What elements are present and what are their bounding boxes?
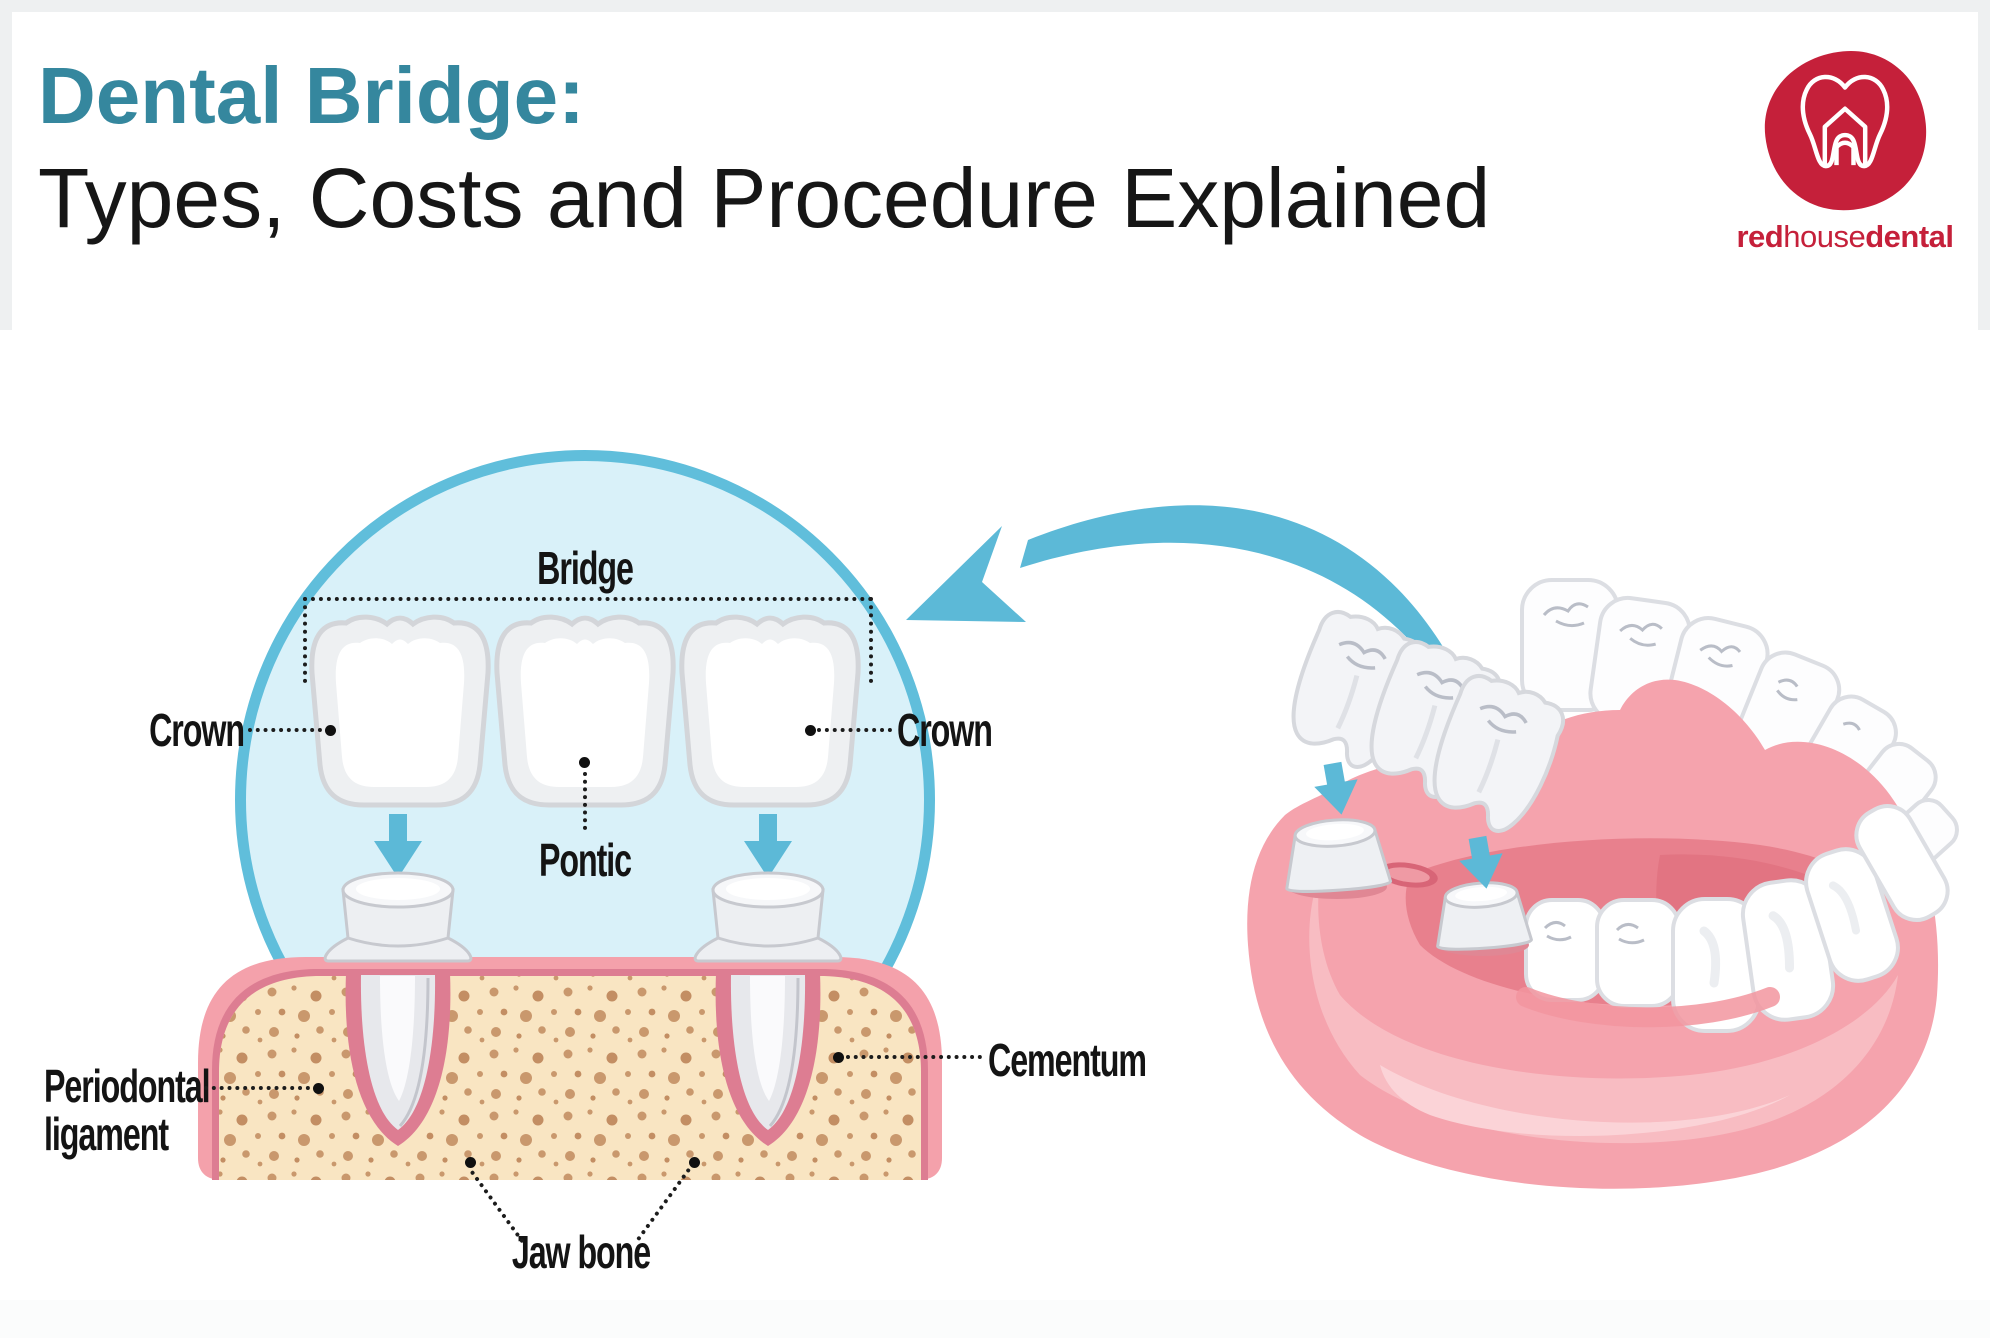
- abutment-root-left: [360, 975, 436, 1130]
- periodontal-label-line2: ligament: [44, 1108, 169, 1160]
- page-subtitle: Types, Costs and Procedure Explained: [38, 151, 1491, 245]
- periodontal-leader: [204, 1086, 310, 1090]
- near-teeth-row: [1524, 804, 1950, 1033]
- bottom-band: [0, 1300, 1990, 1338]
- bridge-crowns-illustration: [309, 614, 861, 808]
- jawbone-cross-section: [198, 871, 942, 1180]
- empty-socket: [1378, 862, 1438, 888]
- brand-word-red: red: [1736, 219, 1784, 254]
- crown-tooth-right: [679, 614, 861, 808]
- jaw-bone-dot-left: [465, 1157, 476, 1168]
- tooth-house-icon: [1764, 50, 1927, 211]
- crown-right-leader: [817, 728, 892, 732]
- abutment-prep-left: [323, 871, 473, 963]
- jaw-abutment-prep: [1285, 818, 1533, 956]
- seat-arrow-icon: [1459, 835, 1503, 889]
- crown-left-dot: [325, 725, 336, 736]
- periodontal-dot: [313, 1083, 324, 1094]
- cementum-label: Cementum: [988, 1034, 1147, 1086]
- crown-label-right: Crown: [897, 704, 993, 756]
- seat-arrow-icon: [1314, 761, 1358, 815]
- pontic-leader: [583, 772, 587, 830]
- brand-word-dental: dental: [1865, 219, 1954, 254]
- bridge-bracket: [303, 597, 873, 683]
- crown-right-dot: [805, 725, 816, 736]
- jaw-bone-label: Jaw bone: [511, 1226, 651, 1278]
- down-arrow-icon: [744, 814, 792, 878]
- periodontal-label-line1: Periodontal: [44, 1060, 211, 1112]
- brand-word-house: house: [1783, 219, 1866, 254]
- crown-left-leader: [248, 728, 322, 732]
- brand-wordmark: redhousedental: [1710, 219, 1980, 255]
- bridge-label: Bridge: [537, 542, 634, 594]
- cementum-leader: [846, 1055, 982, 1059]
- frame-edge-top: [0, 0, 1990, 12]
- curved-arrow-icon: [906, 505, 1452, 672]
- frame-edge-left: [0, 0, 12, 330]
- jaw-bone-dot-right: [689, 1157, 700, 1168]
- crown-tooth-left: [309, 614, 491, 808]
- down-arrow-icon: [374, 814, 422, 878]
- crown-label-left: Crown: [149, 704, 245, 756]
- abutment-root-right: [730, 975, 806, 1130]
- cementum-dot: [833, 1052, 844, 1063]
- floating-bridge: [1291, 610, 1565, 889]
- frame-edge-right: [1978, 0, 1990, 330]
- crown-tooth-middle: [494, 614, 676, 808]
- lower-jaw-illustration: [1247, 578, 1959, 1189]
- page-title: Dental Bridge:: [38, 51, 585, 140]
- abutment-prep-right: [693, 871, 843, 963]
- pontic-dot: [579, 757, 590, 768]
- pontic-label: Pontic: [538, 834, 632, 886]
